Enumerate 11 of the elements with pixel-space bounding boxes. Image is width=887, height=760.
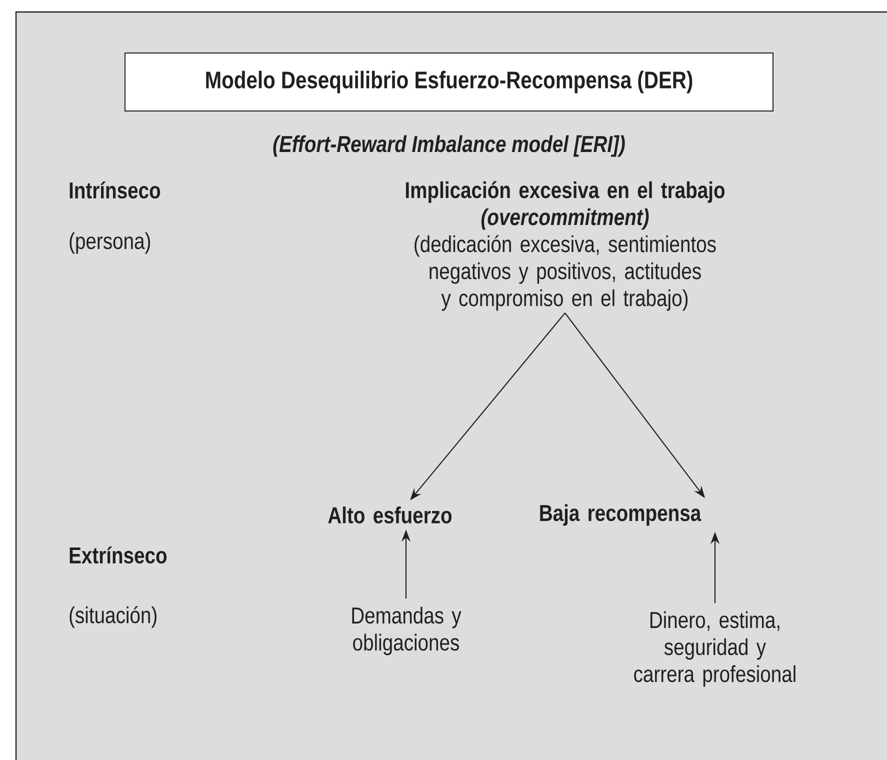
row-heading: Extrínseco <box>70 546 167 564</box>
row-note: (situación) <box>70 606 156 628</box>
source-text: Demandas y obligaciones <box>352 606 462 656</box>
factor-text: Implicación excesiva en el trabajo (overcommitment) (dedicación excesiva, sentimientos negativos y positivos, actitudes y compromiso en el trabajo) <box>406 181 725 311</box>
row-note: (persona) <box>70 232 150 254</box>
title-box: Modelo Desequilibrio Esfuerzo-Recompensa (DER) <box>124 52 774 112</box>
subtitle: (Effort-Reward Imbalance model [ERI]) <box>273 135 625 157</box>
outcome-text: Baja recompensa <box>540 504 702 526</box>
row-heading: Intrínseco <box>70 181 160 199</box>
source-text: Dinero, estima, seguridad y carrera profesional <box>634 611 796 687</box>
outcome-text: Alto esfuerzo <box>328 506 452 524</box>
